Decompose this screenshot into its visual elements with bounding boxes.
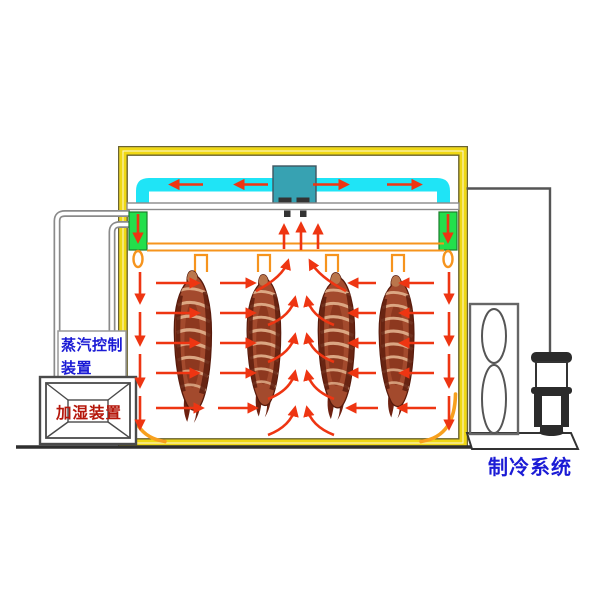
- steam-control-label: 蒸汽控制 装置: [61, 334, 125, 380]
- circulation-fan-unit: [272, 165, 317, 204]
- return-up-arrows: [278, 221, 324, 250]
- crossflow-right: [345, 277, 436, 414]
- ceiling-panel: [126, 202, 460, 217]
- meat-hooks: [193, 253, 406, 272]
- humidifier-box: [38, 375, 138, 446]
- air-inlet-port: [300, 210, 307, 217]
- fan-foot-left: [278, 197, 292, 204]
- duct-eyelets: [132, 249, 454, 269]
- crossflow-left: [156, 277, 259, 414]
- central-updraft: [255, 258, 347, 437]
- compressor: [531, 352, 572, 436]
- refrigeration-label: 制冷系统: [488, 455, 572, 479]
- humidifier-label: 加湿装置: [55, 404, 122, 422]
- refrigerant-pipe: [466, 187, 552, 353]
- hanging-rail: [147, 242, 444, 252]
- steam-pipe-outer: [53, 210, 130, 382]
- fan-foot-right: [296, 197, 310, 204]
- steam-control-label-line1: 蒸汽控制: [61, 336, 124, 354]
- equipment-platform: [465, 432, 580, 450]
- fan-blade-bottom: [481, 364, 507, 434]
- air-inlet-port: [284, 210, 291, 217]
- fan-blade-top: [481, 308, 507, 364]
- steam-control-label-line2: 装置: [61, 359, 93, 377]
- steam-control-box: [57, 330, 127, 382]
- airflow-arrows: [132, 178, 455, 437]
- steam-pipe-inner: [108, 221, 130, 333]
- condenser-fan: [468, 302, 520, 436]
